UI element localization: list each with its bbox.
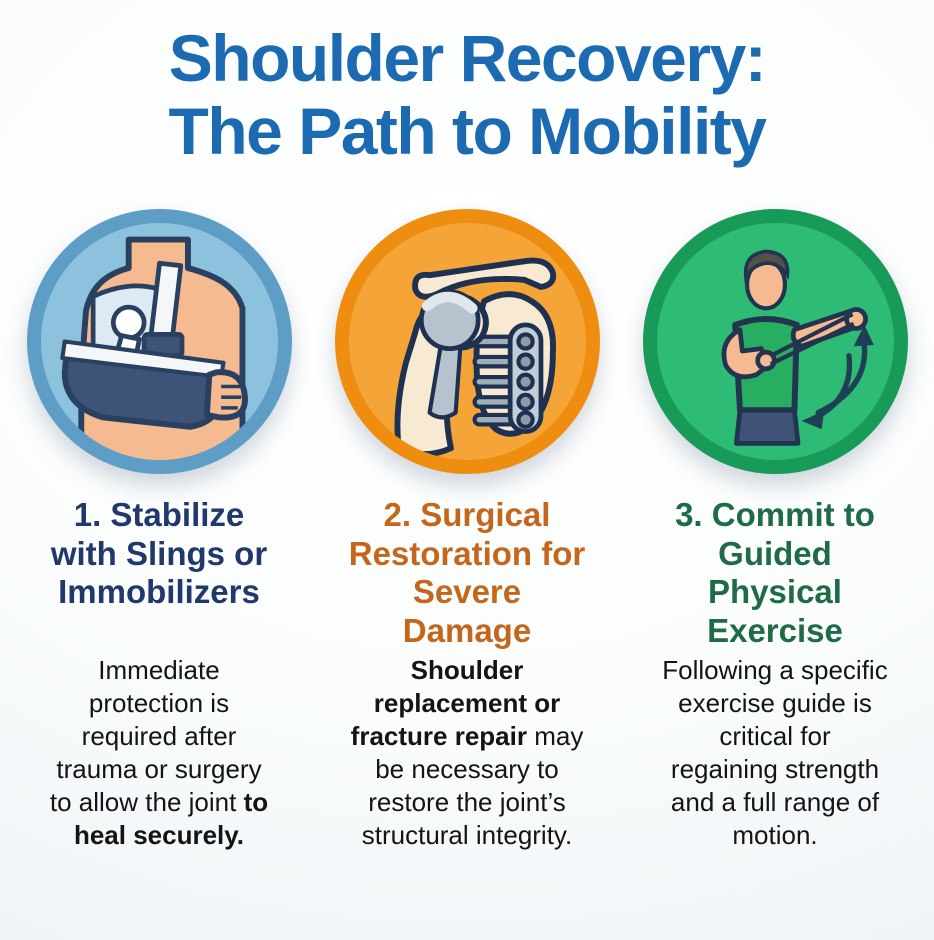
arm-in-sling-illustration [26, 209, 292, 475]
page-title: Shoulder Recovery: The Path to Mobility [168, 21, 767, 168]
step-1-stabilize-column: 1. Stabilize with Slings or Immobilizers… [8, 209, 310, 852]
shoulder-recovery-infographic: Shoulder Recovery: The Path to Mobility [0, 22, 934, 940]
shoulder-implant-illustration [334, 209, 600, 475]
step-2-heading: 2. Surgical Restoration for Severe Damag… [348, 496, 586, 650]
shoulder-implant-icon [393, 257, 556, 458]
steps-row: 1. Stabilize with Slings or Immobilizers… [0, 209, 934, 852]
step-1-heading: 1. Stabilize with Slings or Immobilizers [50, 496, 268, 611]
arm-in-sling-icon [59, 236, 248, 461]
step-3-heading: 3. Commit to Guided Physical Exercise [675, 496, 875, 650]
step-1-description: Immediate protection is required after t… [49, 655, 269, 851]
resistance-band-exercise-icon [721, 249, 874, 446]
step-3-description: Following a specific exercise guide is c… [662, 655, 888, 851]
step-2-surgical-column: 2. Surgical Restoration for Severe Damag… [316, 209, 618, 852]
resistance-band-exercise-illustration [642, 209, 908, 475]
step-2-description: Shoulder replacement or fracture repair … [350, 655, 584, 851]
step-3-exercise-column: 3. Commit to Guided Physical Exercise Fo… [624, 209, 926, 852]
